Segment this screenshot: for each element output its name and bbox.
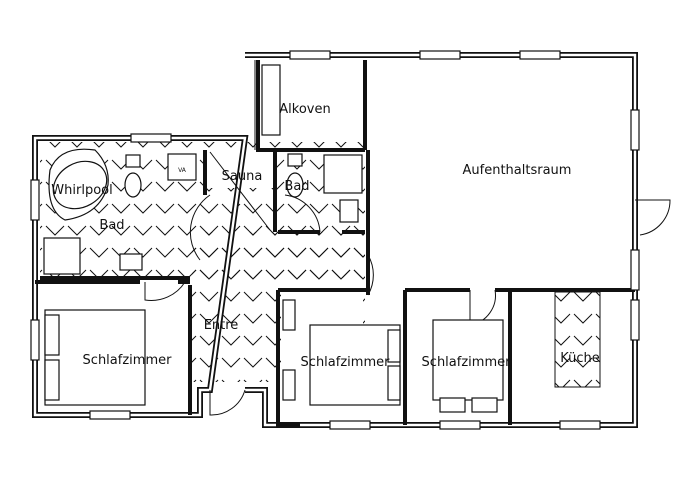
room-labels: Alkoven Aufenthaltsraum Whirlpool Bad Sa… — [51, 102, 599, 370]
room-label-schlafzimmer-2: Schlafzimmer — [301, 355, 391, 370]
room-label-sauna: Sauna — [222, 169, 263, 184]
va-label: VA — [178, 167, 187, 174]
windows — [30, 50, 640, 430]
doors — [144, 151, 671, 416]
fixtures: VA — [43, 148, 504, 413]
room-label-kueche: Küche — [560, 351, 600, 366]
room-label-bad-2: Bad — [284, 179, 309, 194]
room-label-bad: Bad — [99, 218, 124, 233]
room-label-schlafzimmer-3: Schlafzimmer — [422, 355, 512, 370]
room-label-whirlpool: Whirlpool — [51, 183, 112, 198]
room-label-entre: Entre — [204, 318, 239, 333]
room-label-schlafzimmer-1: Schlafzimmer — [83, 353, 173, 368]
room-label-aufenthaltsraum: Aufenthaltsraum — [463, 163, 572, 178]
room-label-alkoven: Alkoven — [279, 102, 330, 117]
